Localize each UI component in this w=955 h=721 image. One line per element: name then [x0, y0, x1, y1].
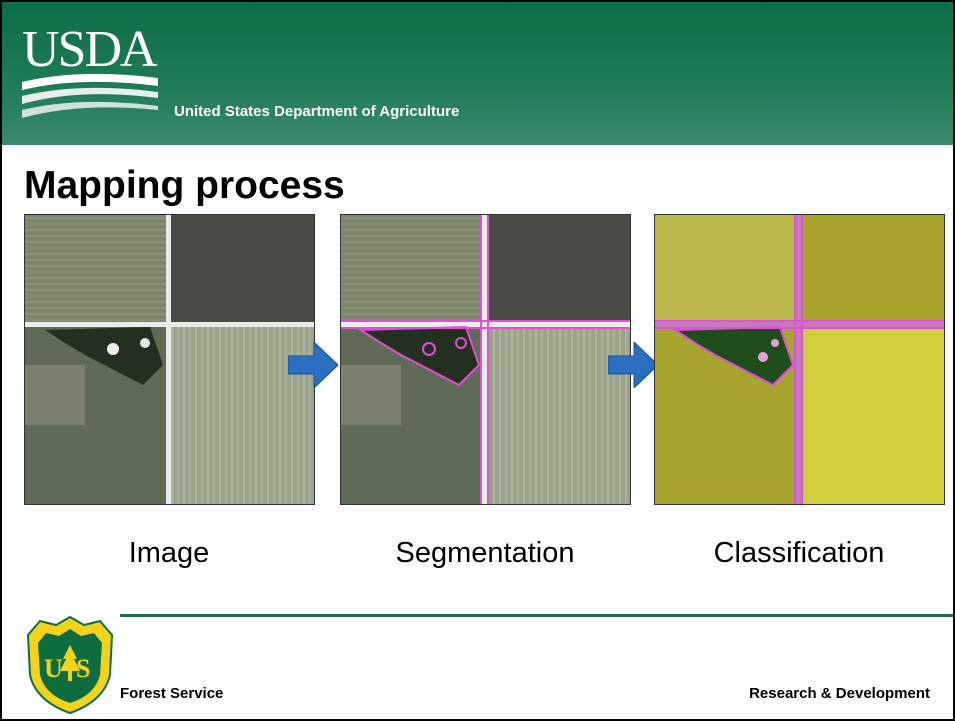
- right-arrow-icon: [608, 342, 658, 388]
- footer-research-development: Research & Development: [749, 685, 930, 702]
- forest-service-badge-icon: U S: [26, 615, 114, 715]
- header-banner: USDA United States Department of Agricul…: [2, 2, 953, 145]
- caption-segmentation: Segmentation: [395, 537, 575, 569]
- agency-name: United States Department of Agriculture: [174, 103, 460, 120]
- svg-text:USDA: USDA: [22, 21, 158, 78]
- caption-image: Image: [128, 537, 210, 569]
- classification-panel: [654, 214, 945, 505]
- svg-text:S: S: [76, 654, 90, 683]
- usda-logo: USDA: [22, 21, 160, 118]
- segmentation-panel: [340, 214, 631, 505]
- slide-title: Mapping process: [24, 164, 345, 207]
- footer-divider: [120, 614, 953, 617]
- svg-text:U: U: [44, 654, 63, 683]
- right-arrow-icon: [288, 342, 338, 388]
- footer-forest-service: Forest Service: [120, 685, 224, 702]
- aerial-image-panel: [24, 214, 315, 505]
- caption-classification: Classification: [713, 537, 885, 569]
